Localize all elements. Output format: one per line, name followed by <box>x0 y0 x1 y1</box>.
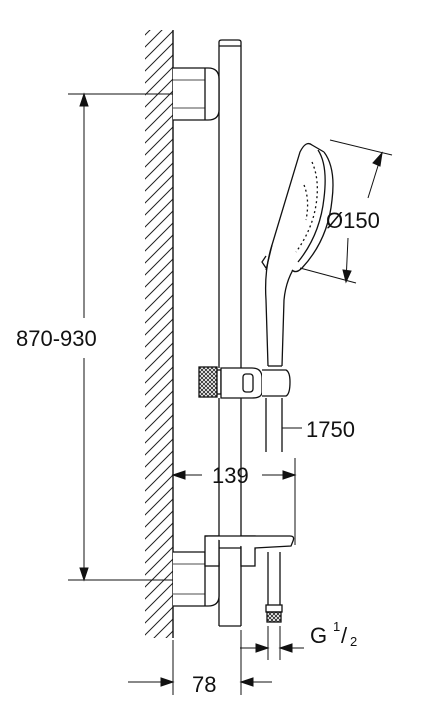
thread-numerator: 1 <box>333 619 340 634</box>
shower-hose <box>265 398 283 623</box>
soap-dish <box>204 535 295 567</box>
dimension-lines <box>68 92 393 695</box>
thread-prefix-label: G <box>310 623 327 648</box>
wall-distance-label: 78 <box>192 672 216 697</box>
diameter-label: Ø150 <box>326 208 380 233</box>
projection-label: 139 <box>212 463 249 488</box>
wall <box>145 30 174 638</box>
upper-wall-bracket <box>173 67 220 121</box>
height-range-label: 870-930 <box>16 326 97 351</box>
hose-length-label: 1750 <box>306 417 355 442</box>
shower-holder <box>198 366 291 399</box>
thread-label: G 1 / 2 <box>310 619 357 649</box>
thread-denominator: 2 <box>350 634 357 649</box>
thread-fraction-slash: / <box>341 623 348 648</box>
hand-shower <box>261 142 334 367</box>
